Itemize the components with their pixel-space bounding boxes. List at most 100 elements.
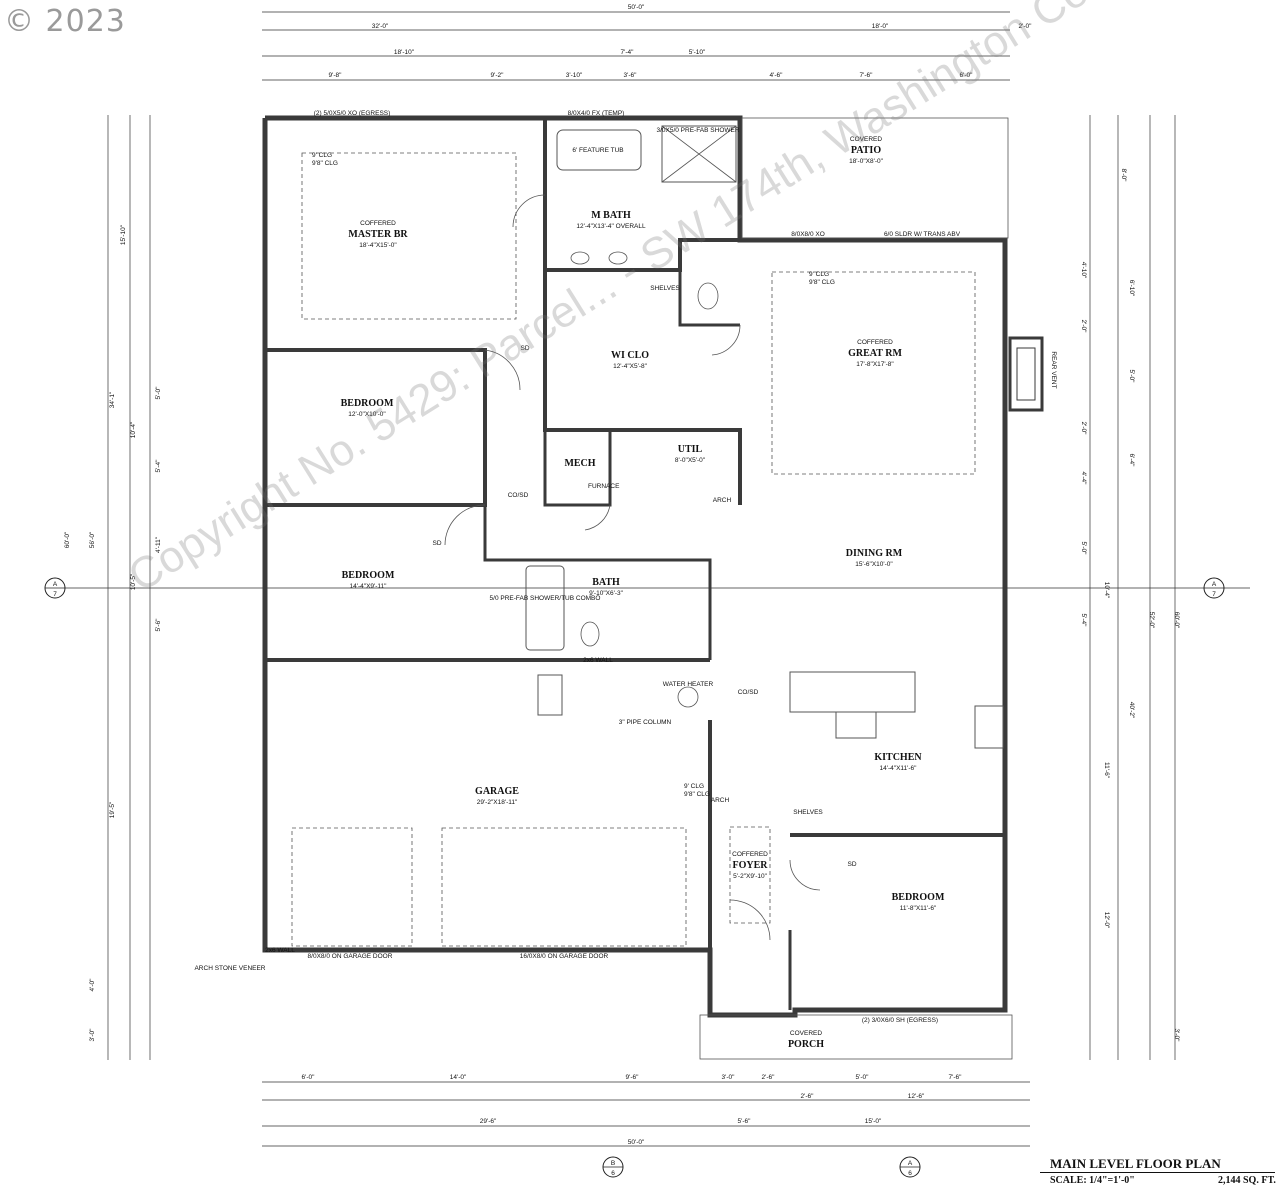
- co-detector: CO/SD: [508, 492, 529, 499]
- room-size: 18'-0"X8'-0": [849, 158, 884, 165]
- dimension-label: 6'-0": [302, 1074, 316, 1081]
- room-size: 9'-10"X6'-3": [589, 590, 624, 597]
- door-label: 16/0X8/0 ON GARAGE DOOR: [520, 953, 609, 960]
- window-label: 8/0X4/0 FX (TEMP): [568, 110, 625, 117]
- fixture-label: 5/0 PRE-FAB SHOWER/TUB COMBO: [490, 595, 601, 602]
- door-label: 8/0X8/0 XO: [791, 231, 825, 238]
- dimension-label: 60'-0": [64, 531, 71, 548]
- dimension-label: 3'-0": [89, 1028, 96, 1042]
- sink: [570, 251, 590, 265]
- dimension-label: 4'-10": [1080, 262, 1087, 279]
- room-name: GARAGE: [475, 786, 519, 797]
- shelves-label: SHELVES: [793, 809, 823, 816]
- kitchen-sink: [835, 711, 877, 739]
- kitchen-island: [789, 671, 916, 713]
- dimension-label: 5'-6": [738, 1118, 752, 1125]
- room-name: KITCHEN: [874, 752, 922, 763]
- section-marker-letter: A: [1212, 581, 1217, 588]
- mech-wall: [543, 430, 612, 507]
- room-name: BEDROOM: [892, 892, 945, 903]
- section-marker-letter: A: [908, 1160, 913, 1167]
- bedroom-wall: [265, 348, 487, 507]
- dimension-label: 9'-8": [329, 72, 343, 79]
- room-name: GREAT RM: [848, 348, 902, 359]
- room-name: MECH: [564, 458, 595, 469]
- ceiling-note: 9'8" CLG: [684, 791, 710, 798]
- garage-door-left: [291, 827, 413, 947]
- dimension-label: 4'-0": [89, 978, 96, 992]
- room-sub-label: COVERED: [850, 136, 882, 143]
- dimension-label: 5'-4": [1080, 614, 1087, 628]
- room-size: 18'-4"X15'-0": [359, 242, 397, 249]
- dimension-label: 19'-5": [109, 801, 116, 818]
- section-marker-number: 7: [53, 591, 57, 598]
- dimension-label: 14'-0": [450, 1074, 467, 1081]
- dimension-label: 18'-10": [394, 49, 415, 56]
- room-sub-label: COFFERED: [732, 851, 768, 858]
- wall-label: 2x6 WALL: [265, 947, 295, 954]
- co-detector: CO/SD: [738, 689, 759, 696]
- structure-label: 3" PIPE COLUMN: [619, 719, 672, 726]
- room-size: 5'-2"X9'-10": [733, 873, 768, 880]
- dimension-label: 5'-4": [155, 459, 162, 473]
- section-marker-number: 6: [611, 1170, 615, 1177]
- fireplace: [1008, 336, 1044, 412]
- arch-label: ARCH: [711, 797, 730, 804]
- exterior-wall: [262, 115, 1008, 1018]
- dimension-label: 3'-10": [566, 72, 583, 79]
- dimension-label: 6'-10": [1128, 280, 1135, 297]
- room-name: WI CLO: [611, 350, 649, 361]
- dimension-label: 5'-10": [689, 49, 706, 56]
- dimension-label: 3'-0": [722, 1074, 736, 1081]
- title-block-rule: [1040, 1172, 1275, 1173]
- room-sub-label: COFFERED: [360, 220, 396, 227]
- dimension-label: 12'-6": [908, 1093, 925, 1100]
- ceiling-note: 9' CLG: [809, 271, 829, 278]
- dimension-label: 7'-6": [949, 1074, 963, 1081]
- room-name: FOYER: [733, 860, 769, 871]
- dimension-label: 52'-0": [1148, 612, 1155, 629]
- door-swing: [711, 324, 741, 356]
- door-label: 6/0 SLDR W/ TRANS ABV: [884, 231, 961, 238]
- shelves-label: SHELVES: [650, 285, 680, 292]
- room-sub-label: COVERED: [790, 1030, 822, 1037]
- arch-label: ARCH: [713, 497, 732, 504]
- plan-scale: SCALE: 1/4"=1'-0": [1050, 1175, 1135, 1186]
- shower-x: [661, 125, 737, 183]
- dimension-label: 11'-6": [1103, 762, 1110, 779]
- plan-area: 2,144 SQ. FT.: [1218, 1175, 1276, 1186]
- ceiling-note: 9' CLG: [312, 152, 332, 159]
- dimension-label: 7'-6": [860, 72, 874, 79]
- dimension-label: 15'-0": [865, 1118, 882, 1125]
- shower: [661, 125, 737, 183]
- dimension-label: 2'-6": [801, 1093, 815, 1100]
- room-sub-label: COFFERED: [857, 339, 893, 346]
- dimension-label: 6'-4": [1128, 454, 1135, 468]
- room-size: 12'-4"X13'-4" OVERALL: [576, 223, 646, 230]
- dimension-label: 34'-1": [109, 391, 116, 408]
- exterior-walls: [262, 115, 1044, 1018]
- window-label: (2) 5/0X5/0 XO (EGRESS): [314, 110, 391, 117]
- toilet: [580, 621, 600, 647]
- sink: [608, 251, 628, 265]
- dimension-label: 15'-10": [120, 224, 127, 245]
- door-swing: [584, 504, 611, 531]
- room-name: M BATH: [591, 210, 631, 221]
- section-marker-letter: B: [611, 1160, 615, 1167]
- room-size: 12'-0"X10'-0": [348, 411, 386, 418]
- smoke-detector: SD: [432, 540, 441, 547]
- wc-wall: [678, 240, 740, 327]
- window-label: (2) 3/0X6/0 SH (EGRESS): [862, 1017, 938, 1024]
- door-swing: [789, 859, 821, 891]
- dimension-label: 10'-4": [130, 421, 137, 438]
- room-name: DINING RM: [846, 548, 903, 559]
- room-name: BEDROOM: [342, 570, 395, 581]
- fixture-label: 6' FEATURE TUB: [572, 147, 623, 154]
- water-heater: [677, 686, 699, 708]
- fireplace-insert: [1016, 347, 1036, 401]
- dimension-label: 10'-5": [130, 573, 137, 590]
- feature-tub: [556, 129, 642, 171]
- room-size: 8'-0"X5'-0": [675, 457, 706, 464]
- fixture-label: 3/0X5/0 PRE-FAB SHOWER: [656, 127, 739, 134]
